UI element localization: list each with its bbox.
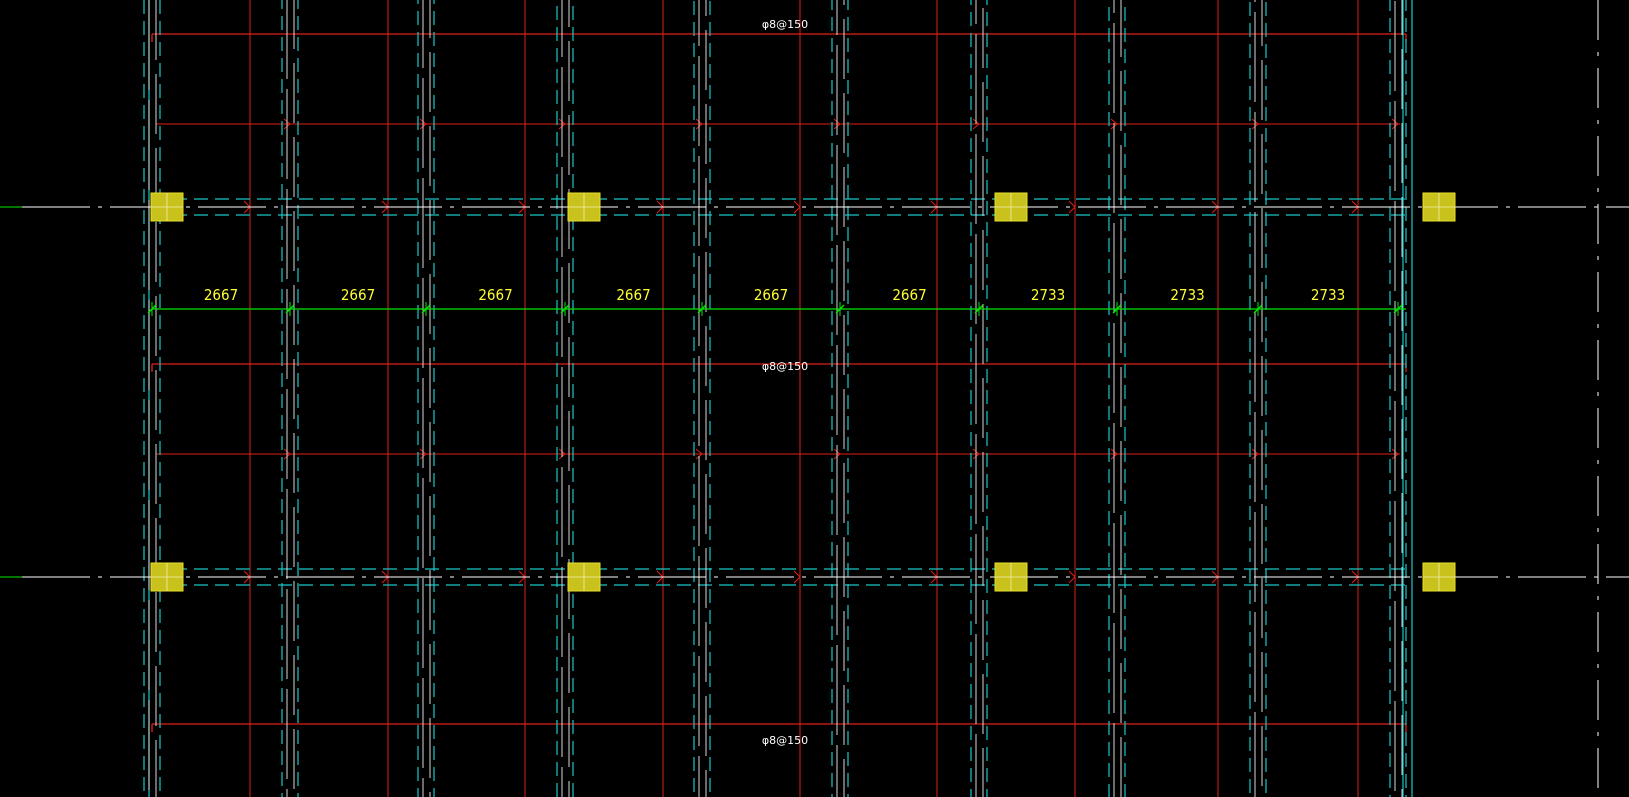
rebar-vertical-lines: [249, 0, 1359, 797]
dimension-tick: [974, 304, 984, 314]
rebar-tick: [1391, 448, 1399, 460]
rebar-tick: [695, 448, 703, 460]
column: [994, 562, 1028, 592]
rebar-tick: [972, 448, 980, 460]
column: [1422, 192, 1456, 222]
dimension-tick: [1253, 304, 1263, 314]
dimension-tick: [1112, 304, 1122, 314]
rebar-tick: [833, 118, 841, 130]
wall-solid-lines: [148, 0, 1403, 797]
dimension-tick: [147, 304, 157, 314]
rebar-tick: [1251, 448, 1259, 460]
dimension-value: 2733: [1031, 286, 1065, 304]
rebar-tick: [1251, 118, 1259, 130]
column-group: [150, 192, 1456, 592]
column: [1422, 562, 1456, 592]
rebar-tick: [1110, 118, 1118, 130]
dimension-value: 2667: [616, 286, 650, 304]
column: [567, 192, 601, 222]
rebar-tick: [558, 448, 566, 460]
dimension-line-group: 2667 2667 2667 2667 2667 2667 2733 2733 2733: [147, 286, 1406, 316]
rebar-label-group: φ8@150 φ8@150 φ8@150: [762, 18, 808, 747]
rebar-horizontal-lines: [151, 33, 1407, 732]
rebar-tick: [419, 448, 427, 460]
dimension-value: 2733: [1170, 286, 1204, 304]
rebar-tick: [972, 118, 980, 130]
dimension-tick: [285, 304, 295, 314]
dimension-tick: [835, 304, 845, 314]
beam-rebar-mark: [1068, 570, 1076, 584]
column: [567, 562, 601, 592]
dimension-tick: [697, 304, 707, 314]
dimension-value: 2733: [1311, 286, 1345, 304]
rebar-spec-label: φ8@150: [762, 360, 808, 373]
rebar-tick: [283, 118, 291, 130]
dimension-tick: [1393, 304, 1403, 314]
column: [994, 192, 1028, 222]
beam-rebar-mark: [793, 200, 801, 214]
dimension-value: 2667: [754, 286, 788, 304]
rebar-spec-label: φ8@150: [762, 18, 808, 31]
dimension-tick: [421, 304, 431, 314]
beam-rebar-mark: [793, 570, 801, 584]
rebar-tick: [283, 448, 291, 460]
rebar-tick: [419, 118, 427, 130]
rebar-tick: [558, 118, 566, 130]
rebar-tick: [1110, 448, 1118, 460]
rebar-tick: [1391, 118, 1399, 130]
dimension-value: 2667: [478, 286, 512, 304]
column: [150, 192, 184, 222]
dimension-value: 2667: [204, 286, 238, 304]
rebar-spec-label: φ8@150: [762, 734, 808, 747]
column: [150, 562, 184, 592]
dimension-tick: [560, 304, 570, 314]
dimension-value: 2667: [341, 286, 375, 304]
beam-rebar-mark: [1068, 200, 1076, 214]
rebar-tick: [695, 118, 703, 130]
rebar-tick: [833, 448, 841, 460]
dimension-value: 2667: [892, 286, 926, 304]
